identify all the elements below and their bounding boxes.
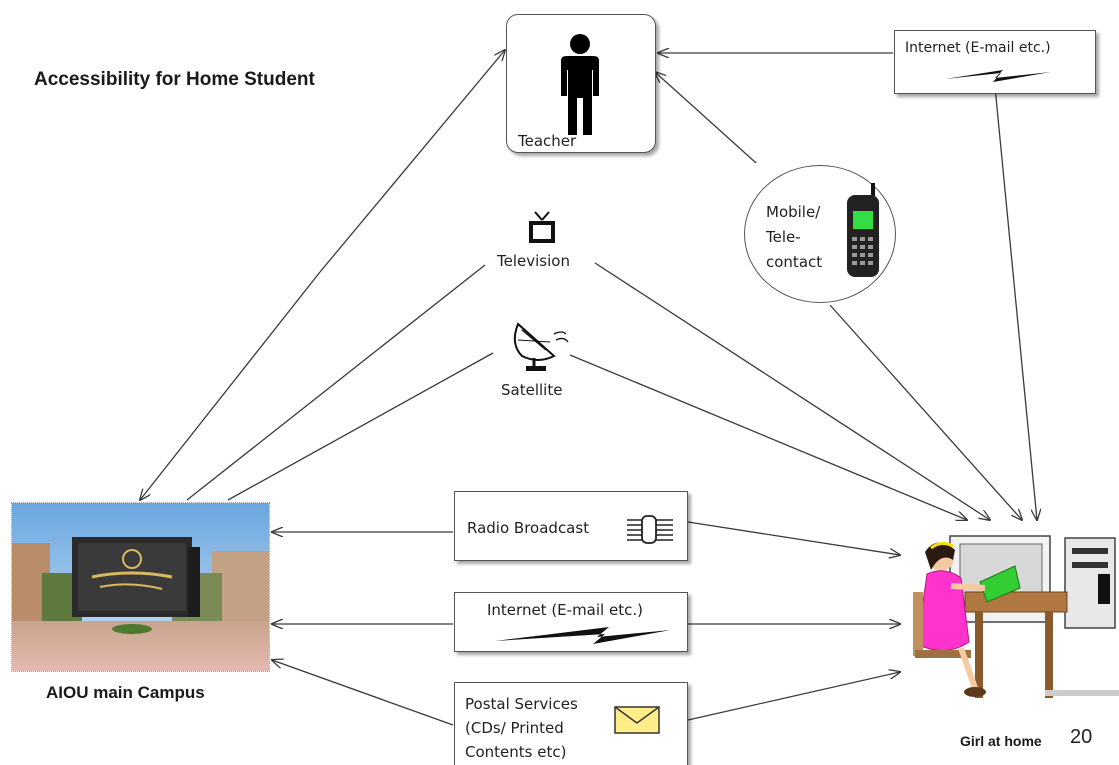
internet-mid-node: Internet (E-mail etc.) [454, 592, 688, 652]
teacher-label: Teacher [518, 132, 577, 150]
campus-photo [11, 502, 270, 672]
television-icon [529, 211, 555, 243]
radio-icon [627, 515, 673, 544]
campus-label: AIOU main Campus [46, 683, 205, 702]
teacher-node: Teacher [506, 14, 656, 153]
arrow-mobile-teacher [655, 72, 776, 181]
slide-number: 20 [1070, 726, 1093, 748]
internet-top-node: Internet (E-mail etc.) [894, 30, 1096, 94]
arrow-radio-girl [687, 521, 900, 555]
mobile-node: Mobile/ Tele- contact [741, 163, 899, 305]
arrow-mobile-girl [829, 304, 1022, 520]
mobile-phone-icon [847, 183, 879, 277]
lightning-icon [495, 627, 671, 644]
lightning-icon [945, 70, 1051, 82]
satellite-label: Satellite [501, 381, 563, 399]
mobile-label-1: Mobile/ [766, 203, 821, 221]
postal-node: Postal Services (CDs/ Printed Contents e… [454, 682, 688, 765]
arrow-campus-teacher [319, 50, 505, 273]
campus-photo-illustration [12, 503, 269, 671]
line-campus-television [186, 264, 486, 501]
arrow-teacher-campus [140, 271, 321, 500]
arrow-satellite-girl [569, 354, 967, 520]
internet-top-label: Internet (E-mail etc.) [905, 40, 1051, 56]
satellite-dish-icon [513, 322, 569, 371]
radio-node: Radio Broadcast [454, 491, 688, 561]
arrow-postal-girl [687, 672, 900, 721]
television-label: Television [497, 252, 570, 270]
envelope-icon [614, 706, 660, 734]
arrow-television-girl [594, 262, 990, 520]
postal-label-2: (CDs/ Printed [465, 719, 564, 737]
person-icon [561, 34, 599, 135]
arrow-internet-girl [994, 86, 1037, 520]
mobile-label-2: Tele- [766, 228, 801, 246]
slide-title: Accessibility for Home Student [34, 69, 315, 90]
girl-at-computer-illustration [913, 535, 1119, 698]
girl-label: Girl at home [960, 733, 1042, 749]
radio-label: Radio Broadcast [467, 519, 590, 537]
line-campus-satellite [227, 352, 494, 501]
arrow-postal-campus [272, 660, 454, 726]
postal-label-3: Contents etc) [465, 743, 567, 761]
postal-label-1: Postal Services [465, 695, 578, 713]
mobile-label-3: contact [766, 253, 823, 271]
internet-mid-label: Internet (E-mail etc.) [487, 601, 643, 619]
